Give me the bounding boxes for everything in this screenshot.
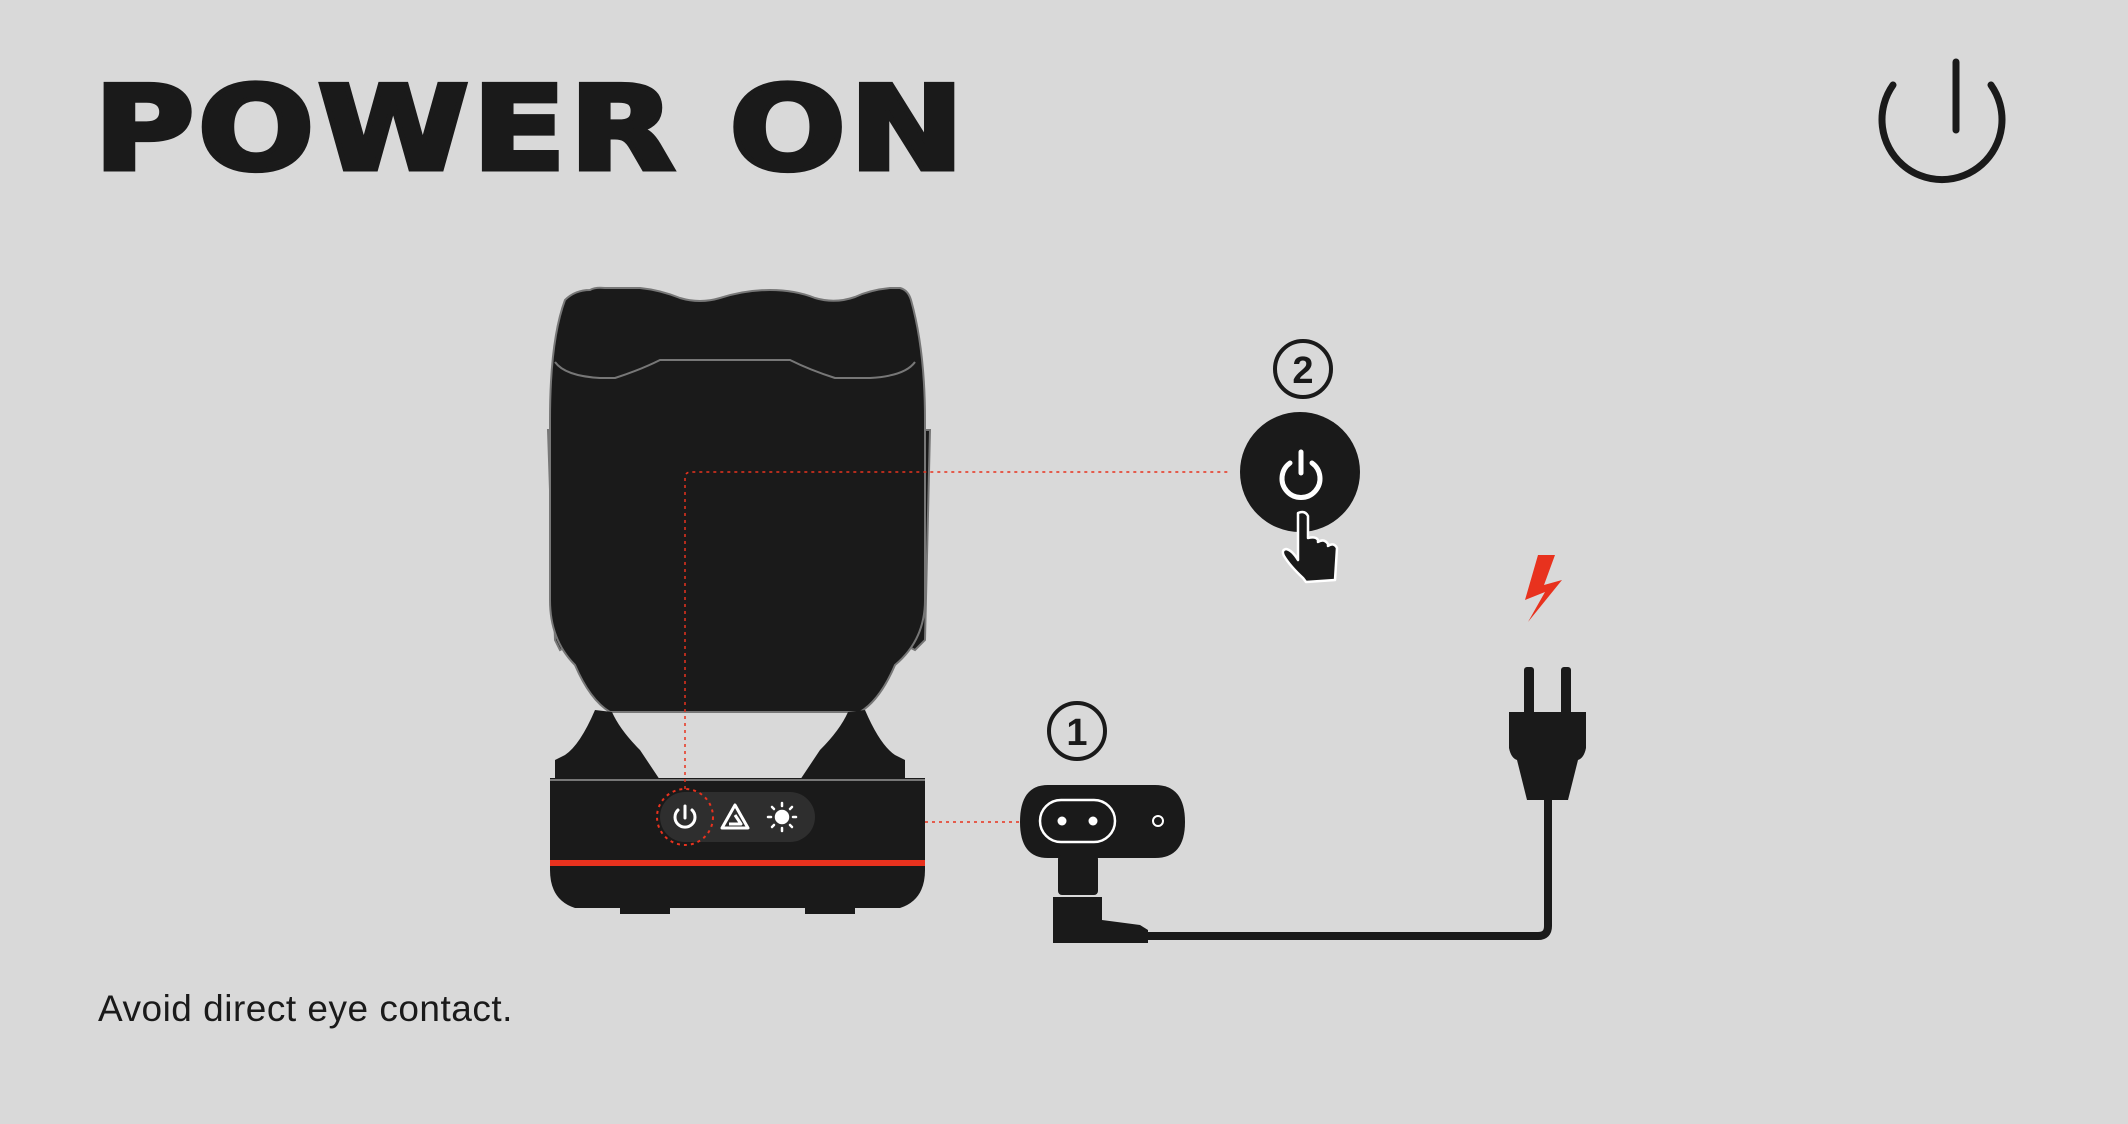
projector-device (546, 286, 932, 914)
angled-plug (1053, 897, 1148, 943)
corner-power-icon (1878, 58, 2006, 184)
step-1-number: 1 (1066, 712, 1087, 754)
safety-caption: Avoid direct eye contact. (98, 988, 513, 1029)
power-cable (1148, 800, 1552, 940)
panel-power-icon[interactable] (673, 804, 697, 829)
step-2: 2 (1240, 339, 1360, 584)
left-support (555, 710, 660, 780)
leader-to-button (684, 471, 1230, 789)
power-socket (1020, 785, 1185, 858)
panel-mode-icon[interactable] (720, 803, 750, 830)
step-2-number: 2 (1292, 350, 1313, 392)
projector-base (550, 778, 925, 908)
projector-head (549, 286, 926, 713)
right-support (800, 710, 905, 780)
button-power-icon (1279, 449, 1323, 500)
leader-lines (684, 471, 1230, 823)
accent-stripe (550, 860, 925, 866)
pointing-hand-icon (1281, 510, 1339, 584)
socket-connector (1058, 855, 1098, 895)
lightning-bolt-icon (1525, 555, 1562, 622)
power-highlight (656, 788, 714, 846)
step-1: 1 (1020, 701, 1185, 943)
power-plug-icon (1509, 667, 1586, 800)
panel-brightness-icon[interactable] (766, 801, 798, 833)
page-title: POWER ON (91, 62, 968, 197)
